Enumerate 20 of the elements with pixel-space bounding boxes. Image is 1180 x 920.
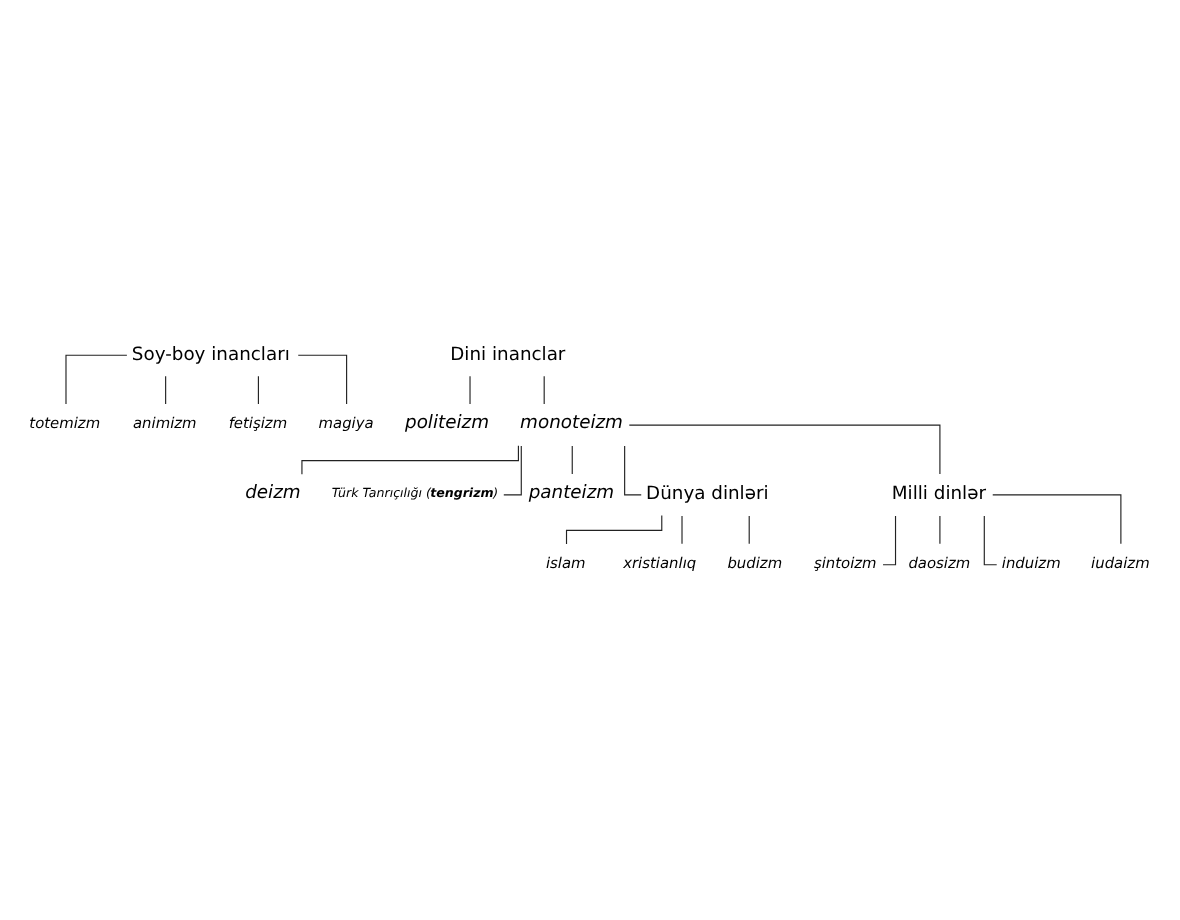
connector — [543, 375, 545, 405]
connector — [624, 445, 642, 496]
connector — [628, 424, 941, 475]
node-text: Soy-boy inancları — [131, 343, 290, 366]
connector — [571, 445, 573, 475]
connector — [992, 494, 1122, 545]
connector — [748, 515, 750, 545]
node-text: deizm — [245, 482, 301, 505]
connector — [65, 354, 128, 405]
connector — [257, 375, 259, 405]
node-text: Milli dinlər — [891, 483, 986, 506]
connector — [503, 445, 522, 496]
node-text: Dini inanclar — [450, 343, 566, 366]
connector — [297, 354, 348, 405]
connector — [939, 515, 941, 545]
node-text: politeizm — [405, 412, 490, 435]
node-text: Dünya dinləri — [646, 483, 769, 506]
node-text: panteizm — [528, 482, 615, 505]
connector — [165, 375, 167, 405]
node-text: monoteizm — [520, 412, 623, 435]
